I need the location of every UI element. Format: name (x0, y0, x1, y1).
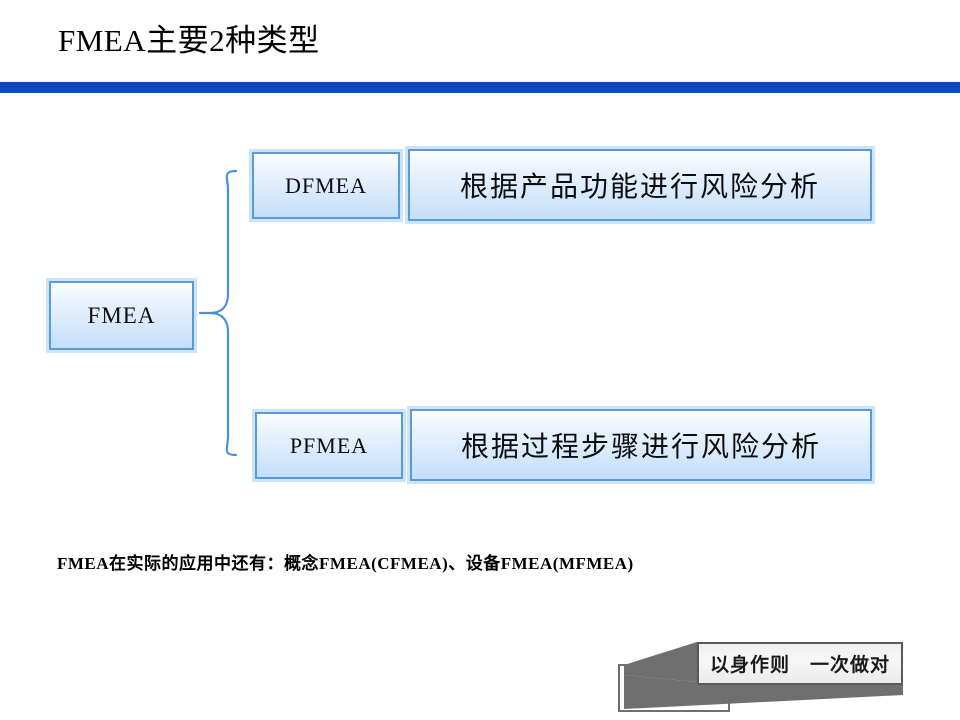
node-pfmea-description[interactable]: 根据过程步骤进行风险分析 (410, 409, 872, 481)
curly-brace-connector-icon (198, 169, 238, 457)
node-dfmea[interactable]: DFMEA (252, 152, 400, 219)
node-fmea-root[interactable]: FMEA (49, 281, 194, 350)
node-fmea-root-label: FMEA (87, 302, 156, 328)
node-pfmea[interactable]: PFMEA (255, 412, 403, 479)
ribbon-plate: 以身作则 一次做对 (697, 642, 903, 685)
node-dfmea-description-label: 根据产品功能进行风险分析 (459, 172, 820, 203)
title-underline-rule (0, 82, 960, 93)
node-pfmea-label: PFMEA (289, 432, 369, 458)
footnote-text: FMEA在实际的应用中还有：概念FMEA(CFMEA)、设备FMEA(MFMEA… (57, 554, 634, 573)
ribbon-slogan-text: 以身作则 一次做对 (709, 655, 890, 676)
node-pfmea-description-label: 根据过程步骤进行风险分析 (460, 432, 821, 463)
page-title: FMEA主要2种类型 (58, 23, 320, 58)
node-dfmea-label: DFMEA (284, 172, 367, 198)
node-dfmea-description[interactable]: 根据产品功能进行风险分析 (408, 149, 872, 221)
slogan-ribbon: 以身作则 一次做对 (618, 637, 910, 720)
